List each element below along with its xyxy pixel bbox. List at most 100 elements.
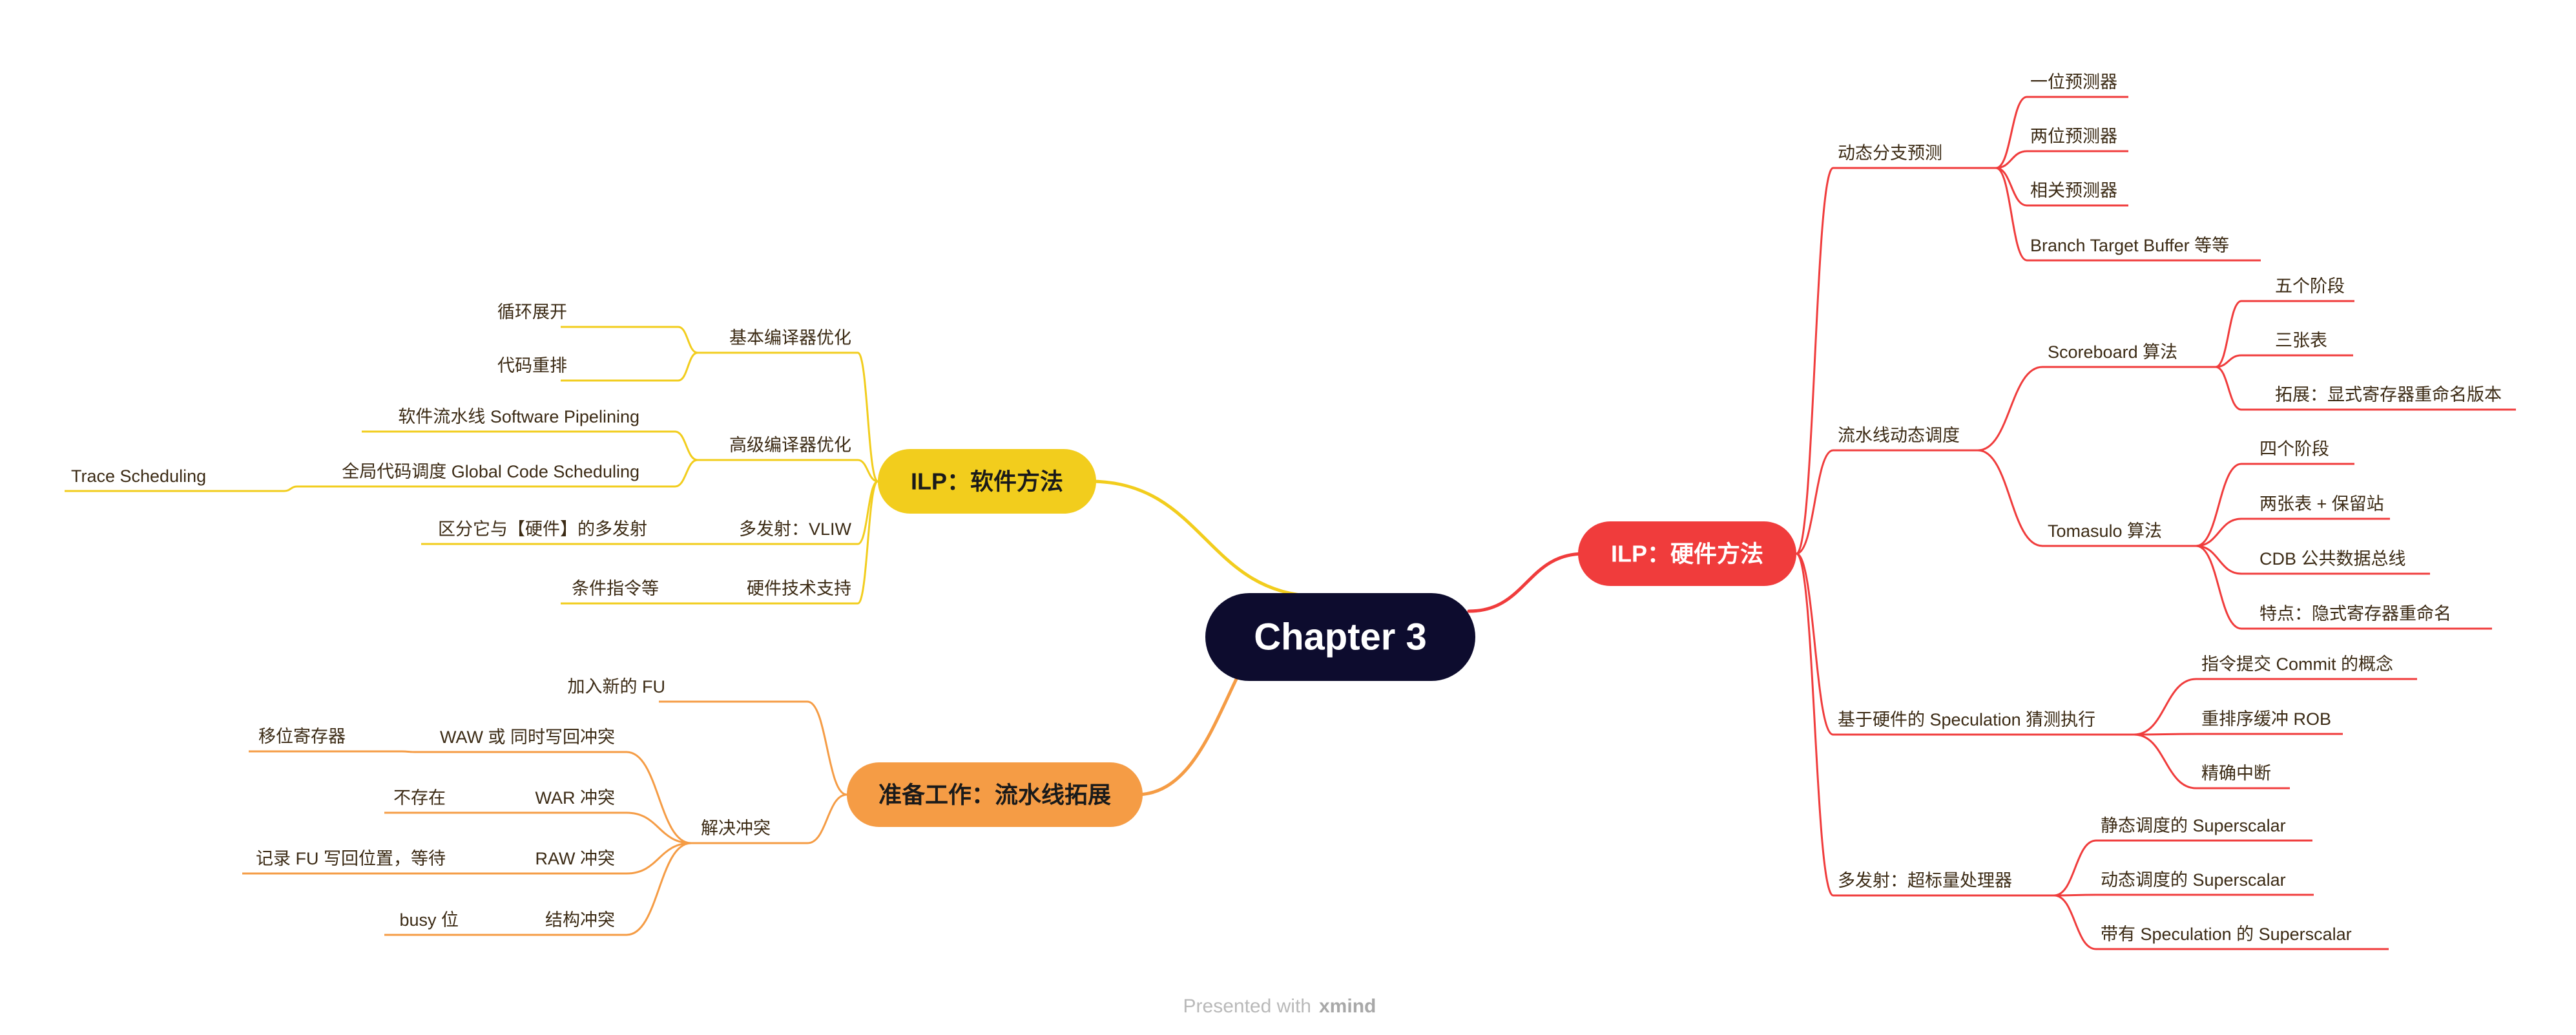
edge-hw-1-0-1 bbox=[2214, 354, 2243, 368]
edge-hw-0-0 bbox=[1995, 96, 2028, 169]
edge-hw-1-0 bbox=[1977, 366, 2044, 452]
topic-prep-0[interactable]: 加入新的 FU bbox=[568, 677, 666, 696]
subtopic-hw-2-0[interactable]: 指令提交 Commit 的概念 bbox=[2201, 654, 2393, 674]
edge-prep-1-2 bbox=[625, 842, 692, 875]
leaf-hw-1-0-0[interactable]: 五个阶段 bbox=[2275, 277, 2345, 296]
edge-hw-2-0 bbox=[2133, 678, 2197, 736]
edge-sw-1 bbox=[857, 459, 879, 483]
leaf-hw-1-1-3[interactable]: 特点：隐式寄存器重命名 bbox=[2259, 604, 2451, 623]
branch-sw-label: ILP：软件方法 bbox=[911, 468, 1063, 495]
edge-prep-0 bbox=[806, 700, 848, 796]
edge-hw-3-2 bbox=[2053, 894, 2097, 950]
watermark-prefix: Presented with bbox=[1183, 996, 1311, 1017]
topic-sw-2[interactable]: 多发射：VLIW bbox=[739, 519, 852, 539]
subtopic-hw-0-2[interactable]: 相关预测器 bbox=[2030, 181, 2117, 200]
subtopic-prep-1-3[interactable]: 结构冲突 bbox=[545, 910, 615, 930]
subtopic-sw-3-0[interactable]: 条件指令等 bbox=[572, 579, 659, 598]
leaf-prep-1-3-0[interactable]: busy 位 bbox=[399, 910, 459, 930]
topic-prep-1[interactable]: 解决冲突 bbox=[701, 819, 771, 838]
edge-sw-0-1 bbox=[677, 351, 699, 382]
edge-hw-0 bbox=[1795, 167, 1834, 555]
leaf-hw-1-0-1[interactable]: 三张表 bbox=[2275, 331, 2327, 350]
branch-hw-shape bbox=[1578, 521, 1796, 586]
subtopic-hw-0-3[interactable]: Branch Target Buffer 等等 bbox=[2030, 236, 2229, 255]
edge-sw-0 bbox=[857, 351, 879, 483]
edge-hw-0-3 bbox=[1995, 167, 2028, 262]
edge-hw-1-1-0 bbox=[2195, 463, 2243, 547]
edge-prep-1-3 bbox=[625, 842, 692, 936]
subtopic-sw-1-0[interactable]: 软件流水线 Software Pipelining bbox=[398, 407, 639, 426]
edge-hw-1-1-1 bbox=[2195, 518, 2243, 547]
subtopic-hw-0-1[interactable]: 两位预测器 bbox=[2030, 127, 2117, 146]
watermark: Presented with xmind bbox=[1183, 996, 1376, 1017]
edge-prep-1-0 bbox=[625, 751, 692, 844]
edge-hw-1-0-2 bbox=[2214, 366, 2243, 411]
edge-hw-2-1 bbox=[2133, 733, 2197, 736]
edge-hw-0-2 bbox=[1995, 167, 2028, 207]
edge-hw-1-0-0 bbox=[2214, 300, 2243, 368]
leaf-prep-1-1-0[interactable]: 不存在 bbox=[393, 788, 446, 808]
subtopic-hw-2-2[interactable]: 精确中断 bbox=[2201, 764, 2271, 783]
subtopic-hw-1-0[interactable]: Scoreboard 算法 bbox=[2048, 342, 2177, 362]
edge-sw-1-0 bbox=[674, 430, 699, 461]
edge-hw-1 bbox=[1795, 449, 1834, 555]
edge-sw-1-1 bbox=[674, 459, 699, 488]
subtopic-hw-1-1[interactable]: Tomasulo 算法 bbox=[2048, 521, 2162, 541]
branch-prep-label: 准备工作：流水线拓展 bbox=[878, 782, 1111, 808]
leaf-hw-1-1-2[interactable]: CDB 公共数据总线 bbox=[2259, 549, 2406, 569]
central-topic-shape bbox=[1205, 593, 1475, 681]
edge-prep-1-0-0 bbox=[400, 750, 416, 753]
edge-sw-0-0 bbox=[677, 326, 699, 354]
branch-hw-label: ILP：硬件方法 bbox=[1611, 541, 1763, 567]
branch-prep[interactable]: 准备工作：流水线拓展 bbox=[847, 762, 1143, 827]
central-topic-label: Chapter 3 bbox=[1254, 616, 1427, 658]
leaf-prep-1-2-0[interactable]: 记录 FU 写回位置，等待 bbox=[256, 849, 446, 868]
edge-sw-1-1-0 bbox=[283, 485, 298, 492]
topic-hw-0[interactable]: 动态分支预测 bbox=[1838, 143, 1942, 163]
branch-sw-shape bbox=[878, 449, 1096, 514]
subtopic-sw-0-1[interactable]: 代码重排 bbox=[497, 356, 567, 375]
subtopic-prep-1-1[interactable]: WAR 冲突 bbox=[535, 788, 616, 808]
leaf-hw-1-1-1[interactable]: 两张表 + 保留站 bbox=[2259, 494, 2384, 514]
leaf-prep-1-0-0[interactable]: 移位寄存器 bbox=[258, 727, 346, 746]
edge-hw-3 bbox=[1795, 552, 1834, 897]
edge-sw-3 bbox=[857, 480, 879, 605]
leaf-hw-1-1-0[interactable]: 四个阶段 bbox=[2259, 439, 2329, 459]
edge-hw-2 bbox=[1795, 552, 1834, 736]
edge-hw-1-1-2 bbox=[2195, 545, 2243, 575]
watermark-brand: xmind bbox=[1319, 996, 1376, 1017]
edge-hw-0-1 bbox=[1995, 150, 2028, 169]
topic-sw-3[interactable]: 硬件技术支持 bbox=[747, 579, 851, 598]
edge-center-hw bbox=[1467, 552, 1586, 613]
edge-hw-1-1-3 bbox=[2195, 545, 2243, 630]
subtopic-sw-1-1[interactable]: 全局代码调度 Global Code Scheduling bbox=[342, 462, 639, 481]
subtopic-hw-2-1[interactable]: 重排序缓冲 ROB bbox=[2201, 709, 2331, 729]
topic-hw-3[interactable]: 多发射：超标量处理器 bbox=[1838, 871, 2012, 890]
branch-prep-shape bbox=[847, 762, 1143, 827]
branch-hw[interactable]: ILP：硬件方法 bbox=[1578, 521, 1796, 586]
subtopic-hw-3-0[interactable]: 静态调度的 Superscalar bbox=[2101, 816, 2286, 835]
edge-center-sw bbox=[1088, 479, 1323, 598]
branch-sw[interactable]: ILP：软件方法 bbox=[878, 449, 1096, 514]
edge-prep-1-1 bbox=[625, 811, 692, 844]
subtopic-sw-0-0[interactable]: 循环展开 bbox=[497, 302, 567, 322]
topic-sw-1[interactable]: 高级编译器优化 bbox=[729, 435, 851, 455]
edge-hw-3-0 bbox=[2053, 839, 2097, 897]
subtopic-sw-2-0[interactable]: 区分它与【硬件】的多发射 bbox=[438, 519, 647, 539]
edge-prep-1 bbox=[806, 793, 848, 844]
central-topic[interactable]: Chapter 3 bbox=[1205, 593, 1475, 681]
leaf-sw-1-1-0[interactable]: Trace Scheduling bbox=[71, 466, 206, 486]
subtopic-prep-1-0[interactable]: WAW 或 同时写回冲突 bbox=[440, 727, 615, 747]
subtopic-hw-3-1[interactable]: 动态调度的 Superscalar bbox=[2101, 870, 2286, 890]
edge-hw-1-1 bbox=[1977, 449, 2044, 547]
topic-hw-1[interactable]: 流水线动态调度 bbox=[1838, 426, 1960, 445]
subtopic-hw-3-2[interactable]: 带有 Speculation 的 Superscalar bbox=[2101, 925, 2352, 944]
leaf-hw-1-0-2[interactable]: 拓展：显式寄存器重命名版本 bbox=[2275, 385, 2502, 404]
edge-hw-2-2 bbox=[2133, 733, 2197, 789]
subtopic-hw-0-0[interactable]: 一位预测器 bbox=[2030, 72, 2117, 92]
subtopic-prep-1-2[interactable]: RAW 冲突 bbox=[535, 849, 616, 868]
topic-sw-0[interactable]: 基本编译器优化 bbox=[729, 328, 851, 348]
topic-hw-2[interactable]: 基于硬件的 Speculation 猜测执行 bbox=[1838, 710, 2095, 729]
